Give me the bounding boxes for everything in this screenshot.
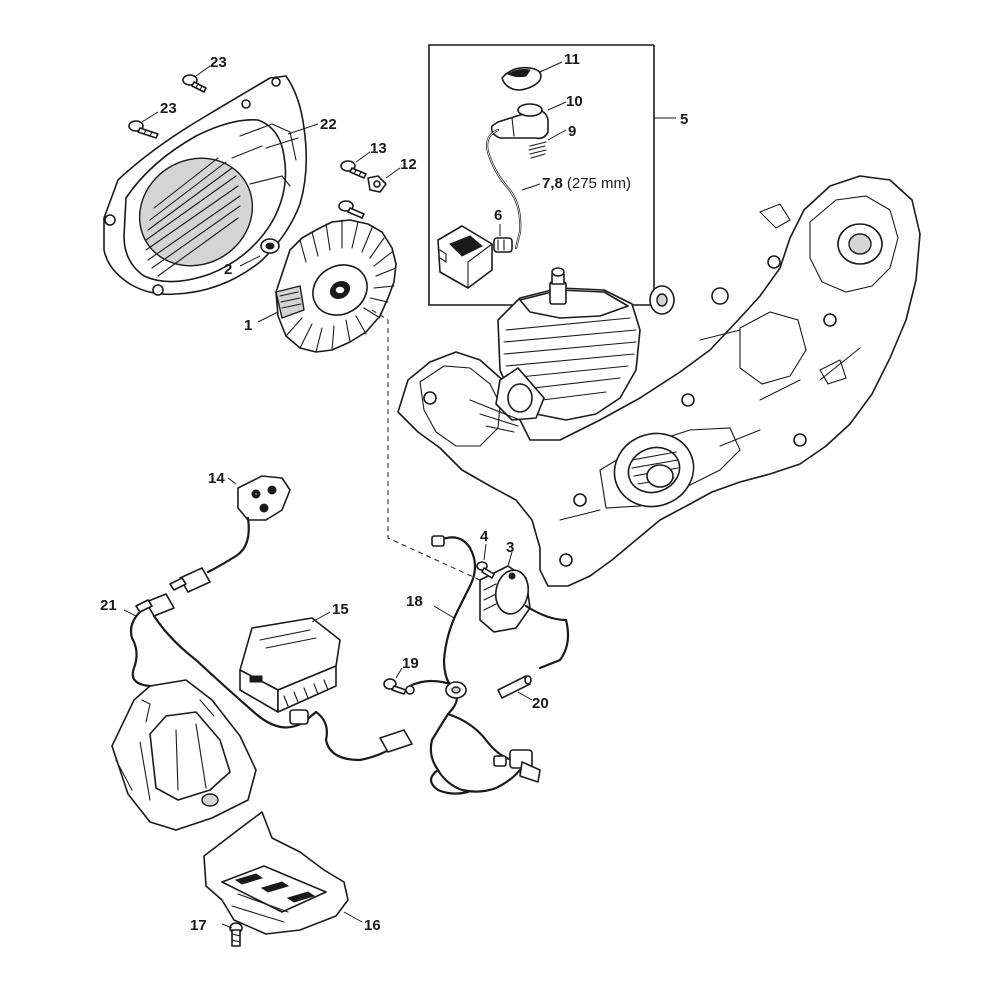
part-17-screw[interactable] — [221, 922, 243, 947]
part-16-lower-cover[interactable] — [203, 811, 363, 935]
callout-13: 13 — [370, 140, 387, 157]
callout-23-upper: 23 — [210, 54, 227, 71]
callout-9: 9 — [568, 123, 576, 140]
ignition-lead-inset — [428, 44, 676, 306]
handle-housing-bracket — [111, 679, 257, 831]
part-2-nut[interactable] — [239, 238, 280, 267]
part-13-screw[interactable] — [340, 151, 371, 179]
callout-3: 3 — [506, 539, 514, 556]
part-12-clip[interactable] — [367, 167, 401, 193]
part-23-screw-lower[interactable] — [128, 111, 159, 139]
ignition-module-inset — [437, 225, 493, 289]
callout-7-8: 7,8(275 mm) — [542, 175, 631, 192]
callout-20: 20 — [532, 695, 549, 712]
part-3-ignition-module[interactable] — [479, 551, 532, 633]
part-23-screw-upper[interactable] — [182, 65, 211, 93]
part-4-screw[interactable] — [476, 543, 495, 579]
screw-flywheel-top — [338, 200, 365, 219]
callout-15: 15 — [332, 601, 349, 618]
part-20-sleeve[interactable] — [497, 675, 533, 701]
part-1-flywheel[interactable] — [257, 219, 397, 353]
callout-16: 16 — [364, 917, 381, 934]
callout-5: 5 — [680, 111, 688, 128]
part-21-cable-connectors[interactable] — [123, 516, 413, 762]
callout-23-lower: 23 — [160, 100, 177, 117]
part-18-wiring-harness[interactable] — [408, 535, 570, 795]
part-22-fan-housing[interactable] — [103, 75, 319, 296]
part-14-switch-plate[interactable] — [227, 475, 291, 521]
part-9-spring[interactable] — [528, 129, 567, 159]
callout-14: 14 — [208, 470, 225, 487]
callout-22: 22 — [320, 116, 337, 133]
callout-18: 18 — [406, 593, 423, 610]
callout-1: 1 — [244, 317, 252, 334]
callout-19: 19 — [402, 655, 419, 672]
callout-6: 6 — [494, 207, 502, 224]
callout-4: 4 — [480, 528, 489, 545]
engine-cylinder — [469, 267, 675, 433]
callout-17: 17 — [190, 917, 207, 934]
callout-10: 10 — [566, 93, 583, 110]
callout-labels: 23 23 22 13 12 2 1 11 10 9 5 7,8(275 mm)… — [100, 51, 688, 934]
callout-21: 21 — [100, 597, 117, 614]
part-19-screw[interactable] — [383, 667, 415, 695]
callout-11: 11 — [564, 51, 580, 68]
part-7-8-ignition-lead[interactable] — [486, 128, 541, 250]
alignment-dashed-line — [371, 309, 481, 581]
callout-12: 12 — [400, 156, 417, 173]
callout-2: 2 — [224, 261, 232, 278]
part-11-cap[interactable] — [501, 61, 563, 91]
engine-crankcase — [397, 175, 921, 587]
part-15-control-module[interactable] — [239, 611, 341, 713]
part-6-contact-spring[interactable] — [493, 224, 513, 253]
part-10-spark-plug-boot[interactable] — [490, 101, 567, 140]
